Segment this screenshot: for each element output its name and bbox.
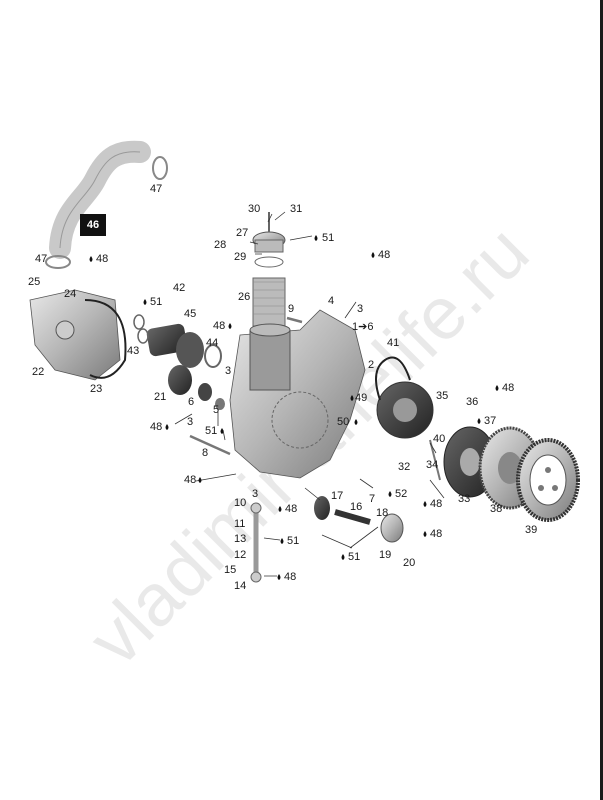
label-42: 42 — [173, 282, 185, 294]
label-48: 48 — [184, 474, 196, 486]
label-51: 51 — [348, 551, 360, 563]
label-20: 20 — [403, 557, 415, 569]
label-51: 51 — [205, 425, 217, 437]
label-4: 4 — [328, 295, 334, 307]
label-18: 18 — [376, 507, 388, 519]
label-31: 31 — [290, 203, 302, 215]
label-48: 48 — [213, 320, 225, 332]
label-44: 44 — [206, 337, 218, 349]
oil-drop-icons — [89, 235, 499, 580]
label-3: 3 — [225, 365, 231, 377]
label-47: 47 — [150, 183, 162, 195]
label-34: 34 — [426, 459, 438, 471]
label-37: 37 — [484, 415, 496, 427]
label-43: 43 — [127, 345, 139, 357]
water-pump-housing — [29, 289, 121, 381]
label-48: 48 — [430, 528, 442, 540]
label-7: 7 — [369, 493, 375, 505]
label-2: 2 — [368, 359, 374, 371]
seal-ring — [204, 344, 222, 368]
label-6: 6 — [188, 396, 194, 408]
label-19: 19 — [379, 549, 391, 561]
label-10: 10 — [234, 497, 246, 509]
label-12: 12 — [234, 549, 246, 561]
label-50: 50 — [337, 416, 349, 428]
label-45: 45 — [184, 308, 196, 320]
label-24: 24 — [64, 288, 76, 300]
label-48: 48 — [150, 421, 162, 433]
label-28: 28 — [214, 239, 226, 251]
label-48: 48 — [378, 249, 390, 261]
label-9: 9 — [288, 303, 294, 315]
label-51: 51 — [322, 232, 334, 244]
label-40: 40 — [433, 433, 445, 445]
page-edge-border — [600, 0, 603, 800]
label-39: 39 — [525, 524, 537, 536]
label-30: 30 — [248, 203, 260, 215]
label-3: 3 — [187, 416, 193, 428]
label-51: 51 — [287, 535, 299, 547]
label-25: 25 — [28, 276, 40, 288]
hose-clamp-bottom — [45, 255, 71, 269]
label-35: 35 — [436, 390, 448, 402]
pump-cover — [380, 513, 404, 543]
label-14: 14 — [234, 580, 246, 592]
label-48: 48 — [96, 253, 108, 265]
hose-clamp-top — [152, 156, 168, 180]
oil-filter — [252, 277, 286, 327]
label-49: 49 — [355, 392, 367, 404]
label-5: 5 — [213, 404, 219, 416]
label-27: 27 — [236, 227, 248, 239]
label-26: 26 — [238, 291, 250, 303]
label-52: 52 — [395, 488, 407, 500]
label-38: 38 — [490, 503, 502, 515]
label-48: 48 — [284, 571, 296, 583]
drive-gear — [314, 496, 330, 520]
impeller — [168, 365, 192, 395]
label-41: 41 — [387, 337, 399, 349]
label-3: 3 — [357, 303, 363, 315]
label-21: 21 — [154, 391, 166, 403]
label-1-to-6: 1➔6 — [352, 321, 373, 333]
label-48: 48 — [285, 503, 297, 515]
label-29: 29 — [234, 251, 246, 263]
label-48: 48 — [502, 382, 514, 394]
label-13: 13 — [234, 533, 246, 545]
label-22: 22 — [32, 366, 44, 378]
part-callout-box[interactable]: 46 — [80, 214, 106, 236]
label-32: 32 — [398, 461, 410, 473]
label-17: 17 — [331, 490, 343, 502]
label-8: 8 — [202, 447, 208, 459]
label-48: 48 — [430, 498, 442, 510]
label-51: 51 — [150, 296, 162, 308]
label-3: 3 — [252, 488, 258, 500]
part-labels: 47 47 25 24 48 22 23 43 51 42 45 44 48 3… — [28, 183, 537, 592]
label-47: 47 — [35, 253, 47, 265]
label-36: 36 — [466, 396, 478, 408]
label-23: 23 — [90, 383, 102, 395]
label-16: 16 — [350, 501, 362, 513]
label-15: 15 — [224, 564, 236, 576]
label-33: 33 — [458, 493, 470, 505]
label-11: 11 — [234, 518, 245, 530]
